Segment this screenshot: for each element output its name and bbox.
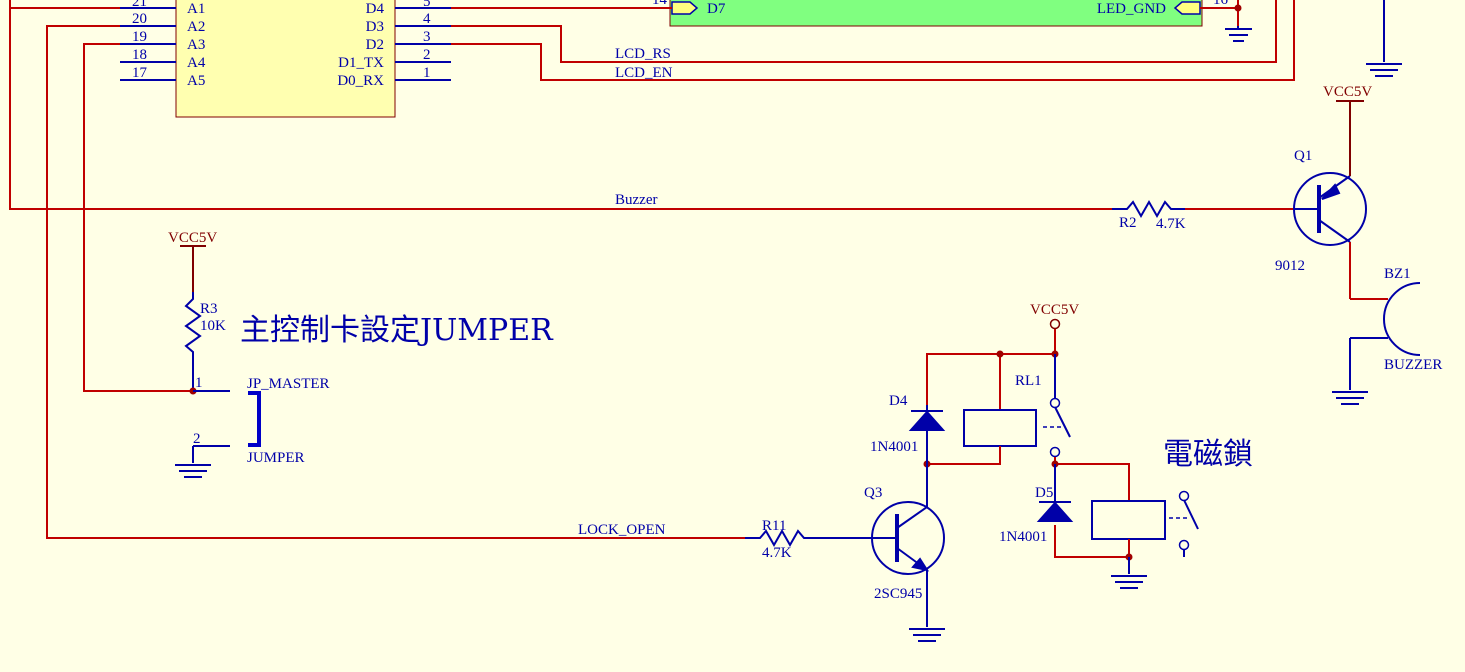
junction (1234, 4, 1242, 12)
lcd-pin-name: LED_GND (1097, 1, 1166, 17)
lock-title: 電磁鎖 (1163, 437, 1253, 472)
resistor-r11: R11 4.7K (745, 518, 822, 561)
q1-part: 9012 (1275, 258, 1305, 274)
resistor-r3: VCC5V R3 10K (168, 230, 226, 391)
relay-rl1: VCC5V RL1 (923, 302, 1079, 468)
lcd-pin-name: D7 (707, 1, 726, 17)
diode-d4: D4 1N4001 (870, 393, 946, 464)
r3-value: 10K (200, 318, 226, 334)
wire-a1 (9, 0, 120, 9)
mcu-pin-num: 21 (132, 0, 147, 10)
wire-lock-open (46, 25, 745, 539)
jumper-part: JUMPER (247, 450, 305, 466)
d4-part: 1N4001 (870, 439, 918, 455)
q3-ref: Q3 (864, 485, 882, 501)
lcd-pin-d7-port (671, 1, 699, 15)
jumper-jp-master: 1 2 JP_MASTER JUMPER (175, 375, 330, 478)
lcd-pin-num: 14 (652, 0, 668, 8)
transistor-q3: Q3 2SC945 (822, 464, 945, 642)
lcd-body (669, 0, 1203, 27)
power-label-vcc: VCC5V (1323, 84, 1372, 100)
d5-ref: D5 (1035, 485, 1053, 501)
power-label-vcc: VCC5V (168, 230, 217, 246)
r2-value: 4.7K (1156, 216, 1186, 232)
d4-ref: D4 (889, 393, 908, 409)
mcu-pin-name: A1 (187, 1, 205, 17)
jumper-title: 主控制卡設定JUMPER (240, 313, 554, 348)
mcu-pin-name: A5 (187, 73, 205, 89)
buzzer-bz1: BZ1 BUZZER (1332, 266, 1442, 405)
q3-part: 2SC945 (874, 586, 922, 602)
lcd-pin-ledgnd-port (1173, 1, 1201, 15)
lcd-pin-num: 16 (1213, 0, 1229, 8)
net-label-lock-open: LOCK_OPEN (578, 522, 666, 538)
mcu-pin-name: A2 (187, 19, 205, 35)
mcu-pin-name: A3 (187, 37, 205, 53)
mcu-pin-name: D2 (366, 37, 384, 53)
jumper-pin2: 2 (193, 431, 201, 447)
lock-coil (1051, 457, 1199, 589)
top-wires: LCD_RS LCD_EN (451, 0, 1295, 81)
jumper-pin1: 1 (195, 375, 203, 391)
resistor-r2: R2 4.7K (1112, 199, 1295, 232)
mcu-body (175, 0, 396, 118)
rl1-ref: RL1 (1015, 373, 1042, 389)
wire-buzzer (9, 0, 1112, 210)
d5-part: 1N4001 (999, 529, 1047, 545)
bz1-ref: BZ1 (1384, 266, 1411, 282)
mcu-pin-num: 17 (132, 65, 148, 81)
transistor-q1: Q1 9012 VCC5V (1275, 84, 1388, 300)
left-wires: Buzzer LOCK_OPEN (9, 0, 1112, 539)
mcu-pin-num: 5 (423, 0, 431, 10)
bz1-part: BUZZER (1384, 357, 1442, 373)
diode-d5: D5 1N4001 (999, 485, 1074, 545)
wire-lcd-rs (451, 0, 1277, 63)
mcu-pin-num: 4 (423, 11, 431, 27)
mcu-ic: 21 20 19 18 17 A1 A2 A3 A4 A5 5 4 3 2 1 … (120, 0, 451, 118)
r2-ref: R2 (1119, 215, 1137, 231)
mcu-pin-num: 20 (132, 11, 147, 27)
r11-value: 4.7K (762, 545, 792, 561)
net-label-buzzer: Buzzer (615, 192, 657, 208)
mcu-pin-name: D3 (366, 19, 384, 35)
r3-ref: R3 (200, 301, 218, 317)
mcu-pin-name: D1_TX (338, 55, 384, 71)
net-label-lcd-en: LCD_EN (615, 65, 673, 81)
mcu-pin-name: D0_RX (337, 73, 384, 89)
jumper-ref: JP_MASTER (247, 376, 330, 392)
ground-symbol (1366, 0, 1402, 77)
mcu-pin-name: A4 (187, 55, 206, 71)
q1-ref: Q1 (1294, 148, 1312, 164)
mcu-pin-num: 1 (423, 65, 431, 81)
mcu-pin-name: D4 (366, 1, 385, 17)
ground-symbol (1225, 26, 1252, 42)
lcd-module: 14 D7 LED_GND 16 (652, 0, 1229, 27)
wire-lcd-en (451, 0, 1295, 81)
mcu-pin-num: 2 (423, 47, 431, 63)
mcu-pin-num: 19 (132, 29, 147, 45)
wire-jp-master (83, 43, 193, 392)
mcu-pin-num: 3 (423, 29, 431, 45)
net-label-lcd-rs: LCD_RS (615, 46, 671, 62)
r11-ref: R11 (762, 518, 786, 534)
power-label-vcc: VCC5V (1030, 302, 1079, 318)
mcu-pin-num: 18 (132, 47, 147, 63)
